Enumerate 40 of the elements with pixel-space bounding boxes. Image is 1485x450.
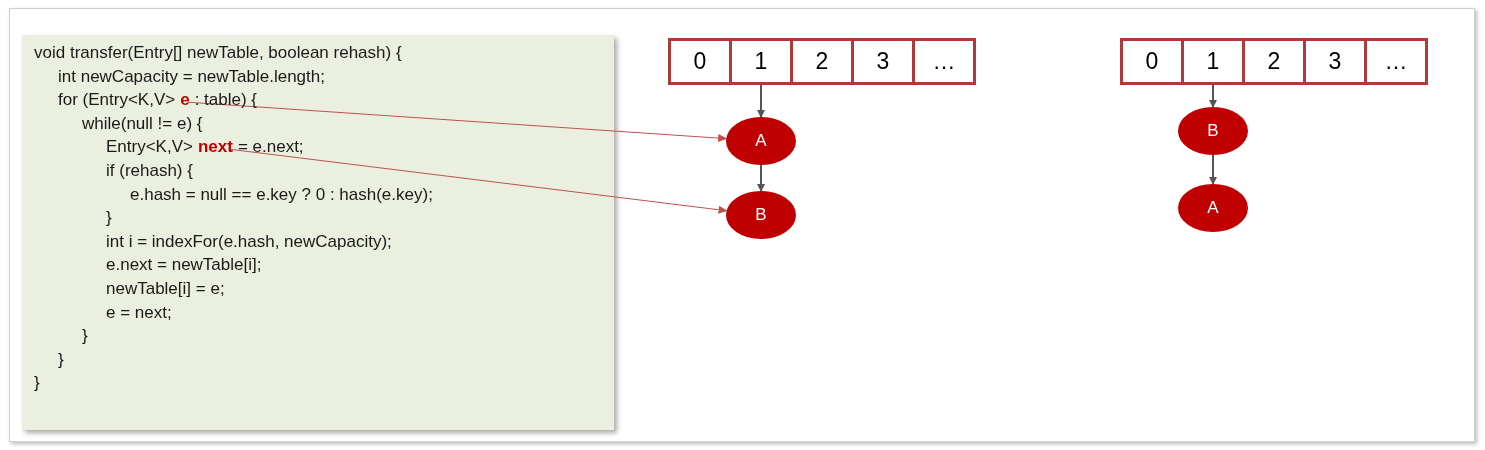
code-line: void transfer(Entry[] newTable, boolean rehash) {	[34, 43, 402, 63]
node-ellipse: B	[1178, 107, 1248, 155]
node-ellipse: A	[1178, 184, 1248, 232]
arrow	[757, 84, 765, 118]
code-line: int i = indexFor(e.hash, newCapacity);	[106, 231, 392, 252]
leader-line	[187, 101, 728, 143]
highlighted-variable: next	[197, 137, 233, 158]
code-line: e.next = newTable[i];	[106, 255, 262, 276]
arrow	[1209, 154, 1217, 185]
code-line: for (Entry<K,V>	[58, 90, 176, 111]
array-cell: 3	[1303, 38, 1367, 85]
code-line: Entry<K,V>	[106, 137, 193, 158]
code-line: }	[82, 326, 88, 347]
array-cell: 2	[1242, 38, 1306, 85]
array-cell: 1	[729, 38, 793, 85]
code-line: while(null != e) {	[82, 113, 203, 134]
array-cell: 2	[790, 38, 854, 85]
node-ellipse: B	[726, 191, 796, 239]
code-line: e.hash = null == e.key ? 0 : hash(e.key);	[130, 184, 433, 205]
code-line: : table) {	[194, 90, 257, 111]
code-line: int newCapacity = newTable.length;	[58, 66, 325, 87]
array-cell: 1	[1181, 38, 1245, 85]
highlighted-variable: e	[180, 90, 190, 111]
code-line: e = next;	[106, 302, 172, 323]
code-line: }	[58, 349, 64, 370]
array-cell: …	[912, 38, 976, 85]
arrow	[757, 164, 765, 192]
code-line: }	[34, 373, 40, 394]
code-panel	[22, 35, 614, 430]
array-cell: 3	[851, 38, 915, 85]
code-line: newTable[i] = e;	[106, 279, 225, 299]
code-line: if (rehash) {	[106, 161, 193, 181]
code-line: }	[106, 208, 112, 229]
array-cell: …	[1364, 38, 1428, 85]
array-cell: 0	[1120, 38, 1184, 85]
node-ellipse: A	[726, 117, 796, 165]
array-cell: 0	[668, 38, 732, 85]
code-line: = e.next;	[237, 137, 304, 158]
arrow	[1209, 84, 1217, 108]
leader-line	[230, 148, 728, 214]
